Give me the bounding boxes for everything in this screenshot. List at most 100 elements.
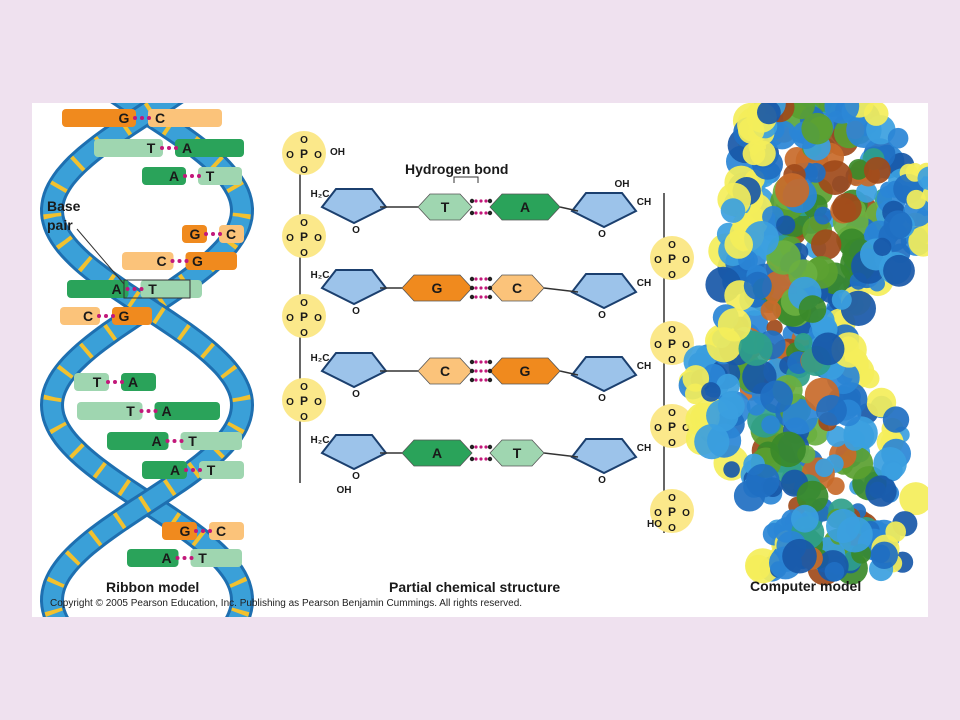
phosphate-o-label: O: [682, 340, 690, 351]
base-pair-label: Base pair: [47, 198, 81, 233]
atom-sphere: [824, 562, 845, 582]
atom-sphere: [826, 508, 861, 544]
phosphate-p-label: P: [668, 420, 676, 434]
chem-hbond-dot: [484, 277, 488, 281]
ribbon-base-left: [107, 432, 169, 450]
chem-atom: [487, 285, 493, 291]
deoxyribose-sugar: [570, 438, 638, 475]
atom-sphere: [856, 181, 878, 203]
phosphate-o-label: O: [300, 135, 308, 146]
ribbon-base-letter: A: [182, 140, 192, 156]
ribbon-hbond-dot: [211, 232, 215, 236]
ribbon-hbond-dot: [170, 259, 175, 263]
phosphate-o-label: O: [314, 150, 322, 161]
deoxyribose-sugar: [320, 188, 388, 225]
chem-atom: [487, 377, 493, 383]
chem-atom: [469, 456, 475, 462]
ribbon-base-left: [94, 139, 163, 157]
atom-sphere: [884, 462, 903, 480]
deoxyribose-sugar: [570, 192, 638, 229]
ribbon-hbond-dot: [139, 287, 144, 291]
ribbon-base-right: [175, 139, 244, 157]
atom-sphere: [791, 504, 819, 533]
ribbon-base-right: [180, 432, 242, 450]
ribbon-base-left: [182, 225, 207, 243]
computer-model-diagram: [678, 103, 928, 586]
phosphate-o-label: O: [286, 397, 294, 408]
ribbon-base-right: [209, 522, 244, 540]
ribbon-base-right: [154, 402, 220, 420]
ribbon-hbond-dot: [140, 116, 144, 120]
base-pair-pointer-line: [76, 228, 125, 285]
atom-sphere: [682, 365, 710, 392]
atom-sphere: [883, 210, 913, 240]
ribbon-hbond-dot: [184, 259, 189, 263]
phosphate-o-label: O: [654, 340, 662, 351]
ribbon-hbond-dot: [208, 529, 212, 533]
atom-sphere: [908, 226, 928, 257]
phosphate-o-label: O: [300, 165, 308, 176]
copyright-notice: Copyright © 2005 Pearson Education, Inc.…: [50, 598, 523, 609]
chem-base-letter: G: [432, 280, 443, 296]
atom-sphere: [859, 368, 880, 389]
ribbon-base-right: [185, 252, 237, 270]
atom-sphere: [863, 157, 891, 184]
chem-hbond-dot: [479, 360, 483, 364]
atom-sphere: [826, 425, 848, 447]
phosphate-o-label: O: [300, 382, 308, 393]
phosphate-o-label: O: [668, 270, 676, 281]
ribbon-base-left: [77, 402, 143, 420]
ribbon-base-letter: T: [148, 281, 157, 297]
chem-hbond-dot: [474, 277, 478, 281]
ribbon-base-letter: A: [161, 550, 171, 566]
atom-sphere: [757, 103, 781, 125]
ribbon-model-caption: Ribbon model: [106, 579, 200, 595]
chem-hbond-dot: [479, 211, 483, 215]
ribbon-base-right: [148, 109, 222, 127]
chem-atom: [469, 210, 475, 216]
chem-hbond-dot: [479, 286, 483, 290]
atom-sphere: [685, 383, 706, 405]
chem-atom: [487, 359, 493, 365]
chem-hbond-dot: [484, 295, 488, 299]
ribbon-base-right: [140, 280, 202, 298]
atom-sphere: [716, 373, 740, 398]
ribbon-base-right: [199, 461, 244, 479]
atom-sphere: [787, 103, 815, 120]
atom-sphere: [824, 103, 860, 124]
ribbon-hbond-dot: [189, 556, 194, 560]
chem-base-letter: T: [513, 445, 522, 461]
atom-sphere: [782, 538, 817, 574]
ribbon-hbond-dot: [153, 409, 158, 413]
h2c-label: H₂C: [311, 435, 330, 446]
phosphate-group: [282, 131, 326, 175]
phosphate-o-label: O: [654, 255, 662, 266]
atom-sphere: [811, 332, 845, 366]
ribbon-base-letter: C: [226, 226, 236, 242]
chem-hbond-dot: [474, 369, 478, 373]
base-pair-highlight-box: [123, 279, 191, 299]
atom-sphere: [776, 215, 796, 235]
chem-hbond-dot: [484, 286, 488, 290]
sugar-o-label: O: [598, 310, 606, 321]
chem-hbond-dot: [484, 445, 488, 449]
deoxyribose-sugar: [570, 356, 638, 393]
ribbon-base-right: [219, 225, 244, 243]
atom-sphere: [826, 477, 845, 495]
atom-sphere: [744, 221, 779, 256]
nitrogenous-base: [417, 193, 473, 221]
ribbon-hbond-dot: [132, 287, 137, 291]
ribbon-base-right: [112, 307, 152, 325]
ribbon-hbond-dot: [120, 380, 124, 384]
h2c-label: H₂C: [311, 353, 330, 364]
ribbon-base-left: [127, 549, 179, 567]
chem-atom: [469, 285, 475, 291]
chem-atom: [469, 444, 475, 450]
chem-hbond-dot: [474, 199, 478, 203]
ribbon-base-letter: C: [216, 523, 226, 539]
atom-sphere: [798, 295, 827, 323]
sugar-o-label: O: [352, 306, 360, 317]
chem-atom: [487, 294, 493, 300]
ribbon-base-right: [190, 549, 242, 567]
